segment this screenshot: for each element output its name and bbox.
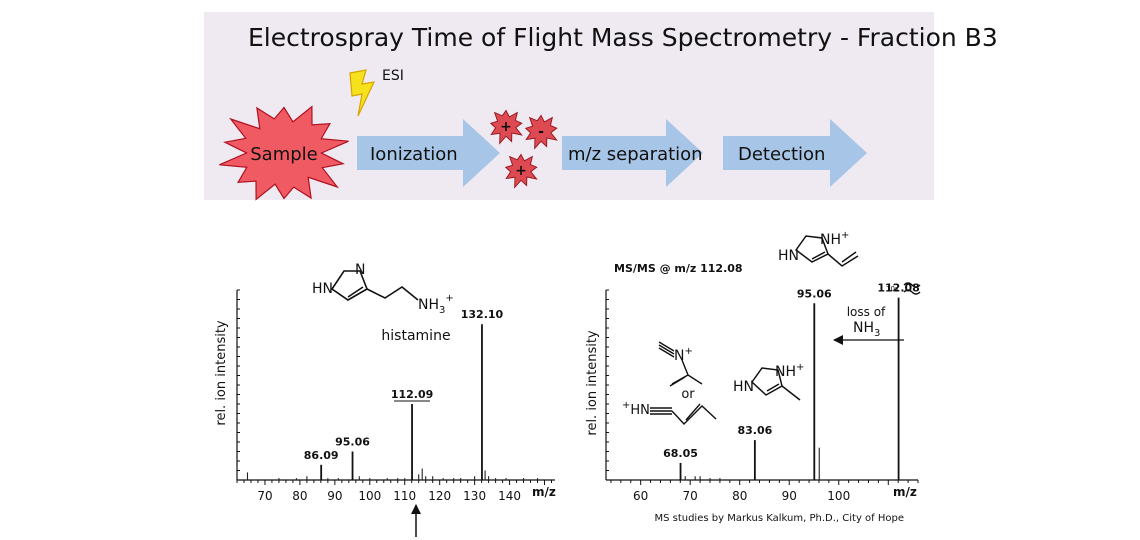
- ring-n-label: N: [355, 262, 365, 278]
- workflow-panel: Electrospray Time of Flight Mass Spectro…: [204, 12, 998, 201]
- fragment-95-nh: NH+: [820, 230, 849, 248]
- x-tick-label: 90: [327, 489, 342, 503]
- fragment-83-hn: HN: [733, 379, 754, 395]
- x-tick-label: 100: [827, 489, 850, 503]
- x-tick-label: 60: [633, 489, 648, 503]
- ion-charge: +: [500, 119, 512, 135]
- x-tick-label: 80: [292, 489, 307, 503]
- peaks: 68.05 83.06 95.06 112.08: [663, 282, 920, 480]
- axes: 70 80 90 100 110 120 130 140: [236, 289, 555, 503]
- figure-title: Electrospray Time of Flight Mass Spectro…: [248, 23, 998, 52]
- credit-text: MS studies by Markus Kalkum, Ph.D., City…: [654, 513, 904, 524]
- ring-hn-label: HN: [312, 281, 333, 297]
- ion-positive: [504, 153, 538, 189]
- carbon-chain: [671, 403, 717, 426]
- loss-label: loss of: [847, 305, 886, 319]
- peak-label: 83.06: [737, 424, 772, 437]
- double-bond: [347, 286, 364, 298]
- loss-species: NH3: [853, 320, 880, 339]
- peak-label: 112.08: [877, 282, 919, 295]
- fragment-83-nh: NH+: [775, 362, 804, 380]
- x-axis-label: m/z: [532, 485, 556, 499]
- esi-label: ESI: [382, 68, 404, 84]
- lightning-icon: [349, 69, 376, 117]
- x-tick-label: 130: [463, 489, 486, 503]
- nitrile-fragment-a: [658, 341, 703, 387]
- vinyl-group: [827, 251, 859, 267]
- imidazole-ring: [751, 367, 783, 396]
- x-tick-label: 90: [782, 489, 797, 503]
- peak-label: 95.06: [797, 287, 832, 300]
- ethyl-chain: [366, 286, 419, 301]
- double-bond: [811, 251, 826, 260]
- x-tick-label: 140: [498, 489, 521, 503]
- minor-peaks: [684, 447, 820, 480]
- ion-charge: +: [515, 163, 527, 179]
- x-tick-label: 100: [358, 489, 381, 503]
- ion-negative: [524, 114, 558, 150]
- minor-peaks: [246, 468, 539, 480]
- or-label: or: [681, 387, 695, 402]
- x-tick-label: 80: [732, 489, 747, 503]
- triple-bond: [658, 341, 675, 358]
- separation-label: m/z separation: [568, 144, 703, 165]
- peak-label: 132.10: [461, 308, 504, 321]
- break-label: 10x: [886, 285, 899, 293]
- amine-label: NH3+: [418, 293, 454, 316]
- sample-starburst: [219, 105, 349, 201]
- detection-arrow: [723, 119, 867, 187]
- x-tick-label: 70: [683, 489, 698, 503]
- y-axis-label: rel. ion intensity: [585, 330, 600, 436]
- peak-label: 95.06: [335, 436, 370, 449]
- ms-spectrum: rel. ion intensity 70 80 90 100 110 120 130 140…: [214, 262, 556, 537]
- ionization-label: Ionization: [370, 144, 458, 165]
- histamine-structure: [330, 270, 419, 301]
- triple-bond: [650, 407, 672, 415]
- peak-label: 68.05: [663, 447, 698, 460]
- fragment-a-label: N+: [674, 346, 693, 364]
- sample-label: Sample: [250, 144, 318, 165]
- double-bond: [766, 383, 780, 392]
- fragment-95-hn: HN: [778, 248, 799, 264]
- msms-spectrum: MS/MS @ m/z 112.08 rel. ion intensity 60…: [585, 230, 921, 524]
- x-axis-label: m/z: [893, 485, 917, 499]
- methyl-bond: [781, 385, 801, 401]
- peak-label: 86.09: [304, 449, 339, 462]
- fragment-b-label: +HN: [622, 400, 650, 418]
- x-tick-label: 110: [393, 489, 416, 503]
- compound-name: histamine: [381, 328, 450, 344]
- msms-title: MS/MS @ m/z 112.08: [614, 262, 743, 275]
- imidazole-ring: [330, 270, 368, 301]
- separation-arrow: [562, 119, 703, 187]
- ion-positive: [489, 109, 523, 145]
- fragment-83-structure: [751, 367, 801, 401]
- nitrile-fragment-b: [650, 403, 717, 426]
- carbon-chain: [669, 359, 703, 387]
- fragment-95-structure: [794, 235, 859, 267]
- x-tick-label: 70: [257, 489, 272, 503]
- axis-break-icon: [903, 282, 921, 295]
- x-tick-label: 120: [428, 489, 451, 503]
- peak-label: 112.09: [391, 388, 433, 401]
- axes: 60 70 80 90 100: [605, 289, 919, 503]
- detection-label: Detection: [738, 144, 825, 165]
- ionization-arrow: [357, 119, 500, 187]
- y-axis-label: rel. ion intensity: [214, 320, 229, 426]
- ion-charge: -: [538, 124, 544, 140]
- imidazole-ring: [794, 235, 829, 263]
